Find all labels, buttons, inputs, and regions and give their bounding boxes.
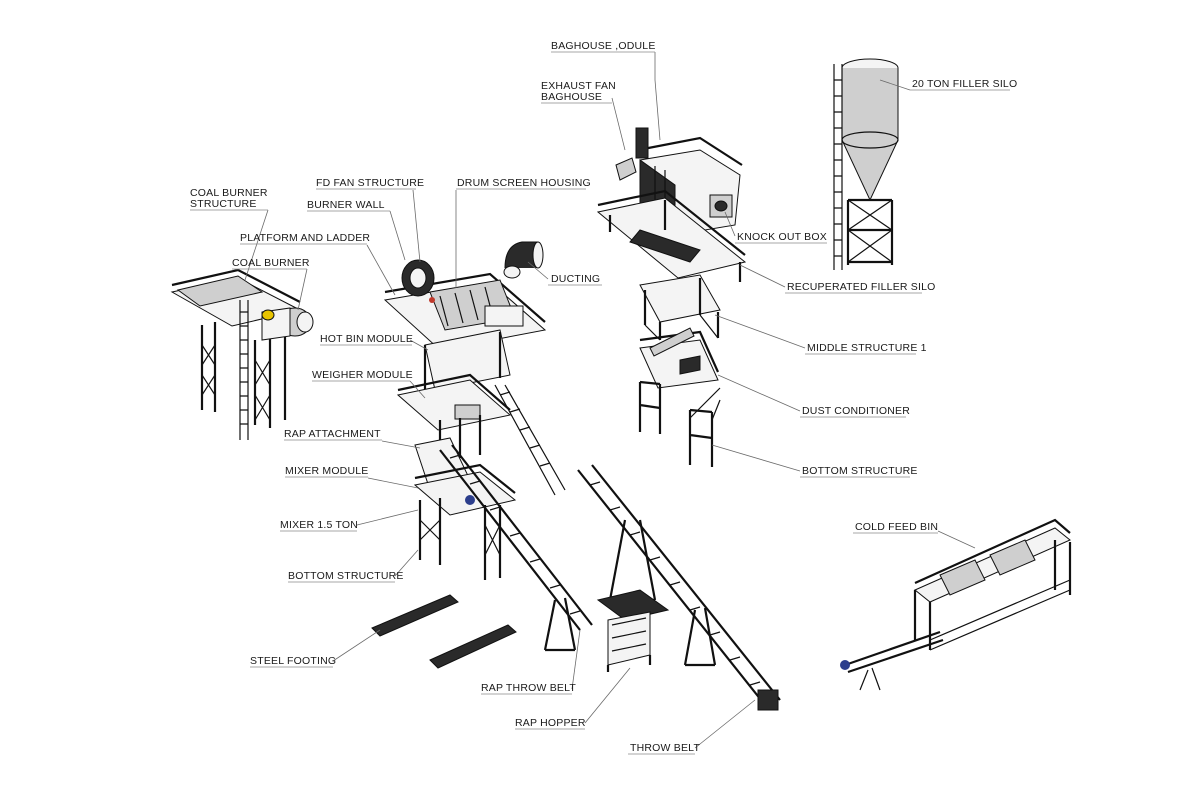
label-middle-structure-1: MIDDLE STRUCTURE 1 [807,342,927,354]
label-fd-fan-structure: FD FAN STRUCTURE [316,177,424,189]
label-platform-and-ladder: PLATFORM AND LADDER [240,232,370,244]
ducting-drawing [503,241,544,279]
throw-belt-drawing [577,464,781,711]
label-rap-hopper: RAP HOPPER [515,717,586,729]
label-rap-attachment: RAP ATTACHMENT [284,428,381,440]
rap-throw-belt-drawing [439,444,593,652]
coal-burner-structure-drawing [170,268,314,440]
label-bottom-structure-left: BOTTOM STRUCTURE [288,570,404,582]
dust-conditioner-drawing [639,327,720,389]
label-cold-feed-bin: COLD FEED BIN [855,521,938,533]
label-bottom-structure-right: BOTTOM STRUCTURE [802,465,918,477]
label-throw-belt: THROW BELT [630,742,700,754]
drum-assembly-drawing [383,259,547,351]
label-recuperated-filler-silo: RECUPERATED FILLER SILO [787,281,936,293]
cold-feed-bin-drawing [840,518,1072,691]
label-mixer-module: MIXER MODULE [285,465,369,477]
callout-labels: BAGHOUSE ,ODULE EXHAUST FAN BAGHOUSE 20 … [190,40,1017,754]
label-coal-burner-structure-2: STRUCTURE [190,198,257,210]
label-hot-bin-module: HOT BIN MODULE [320,333,413,345]
label-coal-burner: COAL BURNER [232,257,310,269]
bottom-structure-right-drawing [638,380,721,467]
middle-structure-drawing [639,274,721,341]
leader-lines [244,52,976,749]
steel-footing-drawing [371,594,517,669]
label-steel-footing: STEEL FOOTING [250,655,336,667]
recuperated-filler-silo-drawing [596,189,747,295]
label-weigher-module: WEIGHER MODULE [312,369,413,381]
label-knock-out-box: KNOCK OUT BOX [737,231,827,243]
label-coal-burner-structure: COAL BURNER [190,187,268,199]
label-exhaust-fan: EXHAUST FAN [541,80,616,92]
label-baghouse-module: BAGHOUSE ,ODULE [551,40,656,52]
label-mixer-1-5-ton: MIXER 1.5 TON [280,519,358,531]
mixer-module-drawing [413,437,517,580]
hot-bin-weigher-drawing [396,329,566,496]
label-rap-throw-belt: RAP THROW BELT [481,682,576,694]
label-dust-conditioner: DUST CONDITIONER [802,405,910,417]
label-burner-wall: BURNER WALL [307,199,385,211]
label-exhaust-fan-baghouse: BAGHOUSE [541,91,602,103]
label-filler-silo: 20 TON FILLER SILO [912,78,1017,90]
label-ducting: DUCTING [551,273,600,285]
rap-hopper-drawing [596,589,670,672]
label-underlines [190,51,1010,755]
filler-silo-drawing [833,58,899,270]
label-drum-screen-housing: DRUM SCREEN HOUSING [457,177,591,189]
